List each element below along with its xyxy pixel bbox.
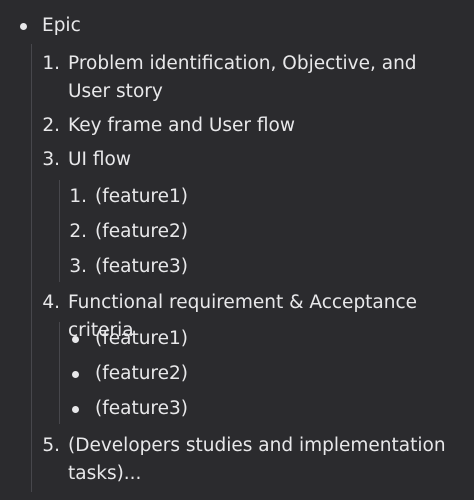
list-item[interactable]: (feature3) <box>72 395 188 423</box>
list-number: 3. <box>42 149 60 170</box>
indent-guide <box>59 180 60 282</box>
bullet-icon <box>72 395 95 423</box>
list-item[interactable]: 3. (feature3) <box>63 253 188 281</box>
list-item-label: Functional requirement & Acceptance crit… <box>68 292 418 341</box>
list-item[interactable]: 2. Key frame and User flow <box>36 112 295 140</box>
list-number: 2. <box>42 115 60 136</box>
list-item[interactable]: (feature1) <box>72 325 188 353</box>
list-item-label: Epic <box>42 15 81 36</box>
list-item-label: (feature2) <box>95 363 188 384</box>
list-item-label: (feature1) <box>95 328 188 349</box>
list-number: 1. <box>69 186 87 207</box>
indent-guide <box>59 322 60 424</box>
bullet-icon <box>72 360 95 388</box>
list-item[interactable]: 5. (Developers studies and implementatio… <box>36 432 456 488</box>
bullet-icon <box>72 325 95 353</box>
list-item-label: (Developers studies and implementation t… <box>68 435 446 484</box>
list-item-label: Problem identification, Objective, and U… <box>68 53 417 102</box>
list-item-label: (feature3) <box>95 398 188 419</box>
list-number: 3. <box>69 256 87 277</box>
bullet-icon <box>20 12 42 40</box>
list-item[interactable]: 2. (feature2) <box>63 218 188 246</box>
list-item-label: (feature2) <box>95 221 188 242</box>
indent-guide <box>31 44 32 492</box>
list-item[interactable]: 1. Problem identification, Objective, an… <box>36 50 456 106</box>
list-item-label: (feature3) <box>95 256 188 277</box>
list-item-label: Key frame and User flow <box>68 115 295 136</box>
list-item[interactable]: (feature2) <box>72 360 188 388</box>
list-item[interactable]: 4. Functional requirement & Acceptance c… <box>36 289 474 345</box>
list-item[interactable]: 1. (feature1) <box>63 183 188 211</box>
list-number: 1. <box>42 53 60 74</box>
list-number: 4. <box>42 292 60 313</box>
list-item-label: UI flow <box>68 149 131 170</box>
list-item-label: (feature1) <box>95 186 188 207</box>
list-item[interactable]: 3. UI flow <box>36 146 131 174</box>
list-number: 5. <box>42 435 60 456</box>
list-item-epic[interactable]: Epic <box>20 12 81 40</box>
list-number: 2. <box>69 221 87 242</box>
